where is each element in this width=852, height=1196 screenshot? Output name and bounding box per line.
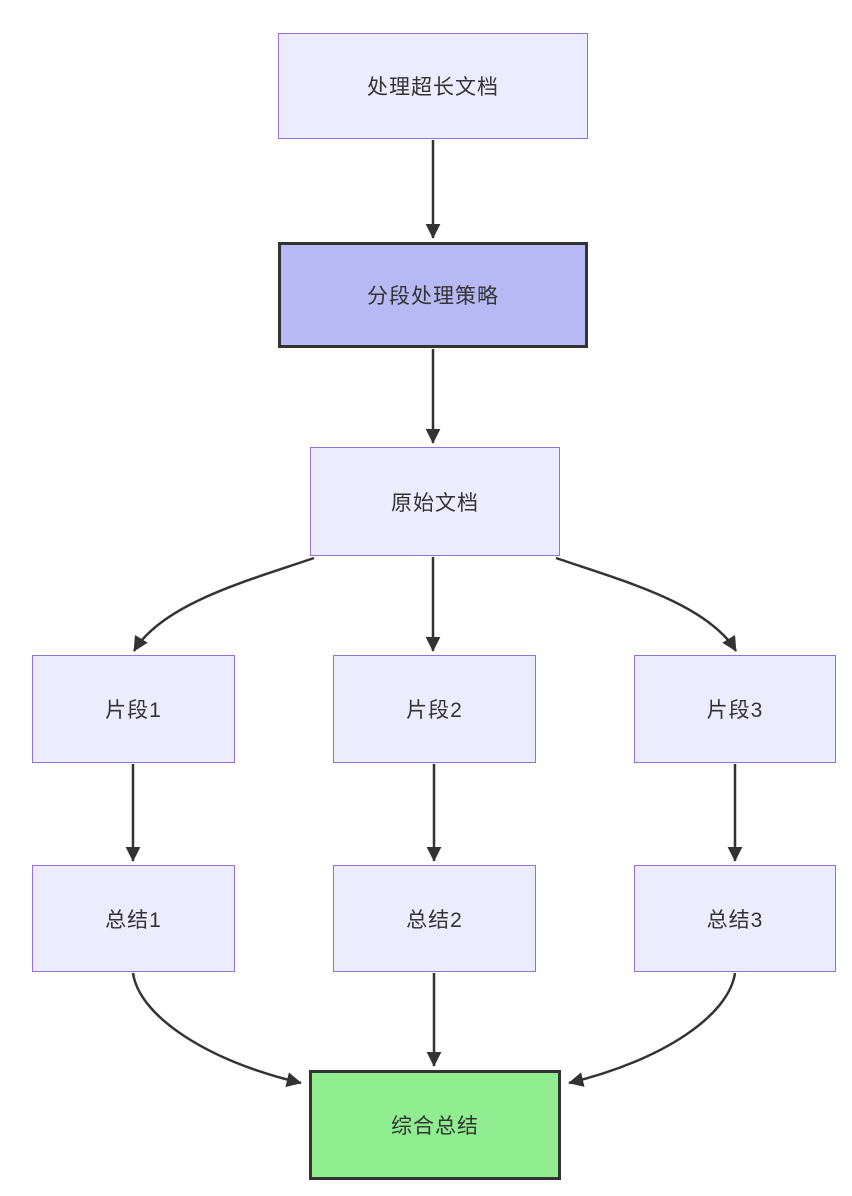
edge-C-D bbox=[132, 556, 315, 652]
node-handle-long-document: 处理超长文档 bbox=[278, 33, 588, 139]
node-final-summary: 综合总结 bbox=[309, 1070, 561, 1180]
node-fragment-1: 片段1 bbox=[32, 655, 235, 763]
node-summary-1: 总结1 bbox=[32, 865, 235, 972]
node-original-document: 原始文档 bbox=[310, 447, 560, 556]
edge-G-J bbox=[131, 972, 302, 1088]
node-summary-2: 总结2 bbox=[333, 865, 536, 972]
node-summary-3: 总结3 bbox=[634, 865, 836, 972]
node-fragment-3: 片段3 bbox=[634, 655, 836, 763]
edge-C-F bbox=[555, 556, 738, 652]
edge-I-J bbox=[568, 972, 737, 1087]
node-segmentation-strategy: 分段处理策略 bbox=[278, 242, 588, 348]
node-fragment-2: 片段2 bbox=[333, 655, 536, 763]
